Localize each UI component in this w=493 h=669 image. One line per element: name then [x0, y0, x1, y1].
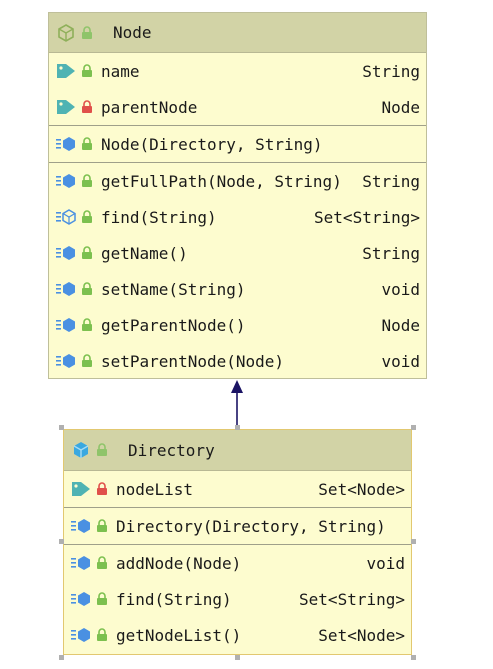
constructor-signature: Node(Directory, String)	[101, 134, 323, 154]
method-return-type: void	[366, 553, 405, 573]
method-return-type: Set<String>	[299, 589, 405, 609]
lock-icon	[94, 624, 110, 646]
field-name: parentNode	[101, 97, 198, 117]
method-signature: addNode(Node)	[116, 553, 242, 573]
selection-handle[interactable]	[59, 655, 64, 660]
method-icon	[70, 515, 92, 537]
section-divider	[64, 507, 411, 508]
method-signature: getFullPath(Node, String)	[101, 171, 342, 191]
abstract-method-icon	[55, 206, 77, 228]
lock-icon	[94, 478, 110, 500]
method-row[interactable]: setParentNode(Node) void	[49, 343, 426, 379]
method-row[interactable]: find(String) Set<String>	[49, 199, 426, 235]
method-row[interactable]: getFullPath(Node, String) String	[49, 163, 426, 199]
lock-icon	[94, 515, 110, 537]
method-icon	[70, 552, 92, 574]
method-icon	[55, 278, 77, 300]
field-row[interactable]: parentNode Node	[49, 89, 426, 125]
method-icon	[55, 242, 77, 264]
class-header[interactable]: Node	[49, 13, 426, 53]
constructor-row[interactable]: Directory(Directory, String)	[64, 508, 411, 544]
selection-handle[interactable]	[235, 655, 240, 660]
class-icon	[70, 439, 92, 461]
method-icon	[70, 624, 92, 646]
method-row[interactable]: setName(String) void	[49, 271, 426, 307]
lock-icon	[79, 60, 95, 82]
method-row[interactable]: getName() String	[49, 235, 426, 271]
method-icon	[70, 588, 92, 610]
class-node[interactable]: Node name String parentNode Node Node(Di…	[48, 12, 427, 379]
field-row[interactable]: name String	[49, 53, 426, 89]
method-return-type: Set<String>	[314, 207, 420, 227]
selection-handle[interactable]	[235, 425, 240, 430]
static-method-icon	[55, 170, 77, 192]
abstract-class-icon	[55, 22, 77, 44]
selection-handle[interactable]	[59, 425, 64, 430]
method-row[interactable]: addNode(Node) void	[64, 545, 411, 581]
method-signature: getParentNode()	[101, 315, 246, 335]
field-row[interactable]: nodeList Set<Node>	[64, 471, 411, 507]
method-row[interactable]: getNodeList() Set<Node>	[64, 617, 411, 653]
method-row[interactable]: getParentNode() Node	[49, 307, 426, 343]
method-return-type: void	[381, 351, 420, 371]
method-signature: getNodeList()	[116, 625, 242, 645]
field-tag-icon	[55, 60, 77, 82]
method-signature: getName()	[101, 243, 188, 263]
class-directory[interactable]: Directory nodeList Set<Node> Directory(D…	[63, 429, 412, 655]
lock-icon	[79, 278, 95, 300]
field-tag-icon	[55, 96, 77, 118]
method-return-type: void	[381, 279, 420, 299]
method-row[interactable]: find(String) Set<String>	[64, 581, 411, 617]
method-icon	[55, 314, 77, 336]
method-signature: find(String)	[101, 207, 217, 227]
field-type: Set<Node>	[318, 479, 405, 499]
lock-icon	[79, 170, 95, 192]
constructor-signature: Directory(Directory, String)	[116, 516, 386, 536]
section-divider	[49, 162, 426, 163]
class-name: Directory	[128, 440, 215, 460]
lock-icon	[79, 314, 95, 336]
selection-handle[interactable]	[59, 539, 64, 544]
method-return-type: String	[362, 243, 420, 263]
method-signature: setParentNode(Node)	[101, 351, 285, 371]
constructor-row[interactable]: Node(Directory, String)	[49, 126, 426, 162]
field-name: name	[101, 61, 140, 81]
method-signature: setName(String)	[101, 279, 246, 299]
lock-icon	[94, 588, 110, 610]
section-divider	[49, 125, 426, 126]
class-header[interactable]: Directory	[64, 430, 411, 471]
method-icon	[55, 350, 77, 372]
field-type: Node	[381, 97, 420, 117]
method-signature: find(String)	[116, 589, 232, 609]
method-return-type: String	[362, 171, 420, 191]
method-icon	[55, 133, 77, 155]
selection-handle[interactable]	[411, 539, 416, 544]
lock-icon	[79, 22, 95, 44]
lock-icon	[79, 96, 95, 118]
lock-icon	[79, 242, 95, 264]
section-divider	[64, 544, 411, 545]
lock-icon	[79, 206, 95, 228]
field-tag-icon	[70, 478, 92, 500]
selection-handle[interactable]	[411, 655, 416, 660]
lock-icon	[94, 439, 110, 461]
method-return-type: Set<Node>	[318, 625, 405, 645]
lock-icon	[79, 350, 95, 372]
class-name: Node	[113, 23, 152, 42]
field-name: nodeList	[116, 479, 194, 499]
selection-handle[interactable]	[411, 425, 416, 430]
lock-icon	[94, 552, 110, 574]
lock-icon	[79, 133, 95, 155]
method-return-type: Node	[381, 315, 420, 335]
field-type: String	[362, 61, 420, 81]
